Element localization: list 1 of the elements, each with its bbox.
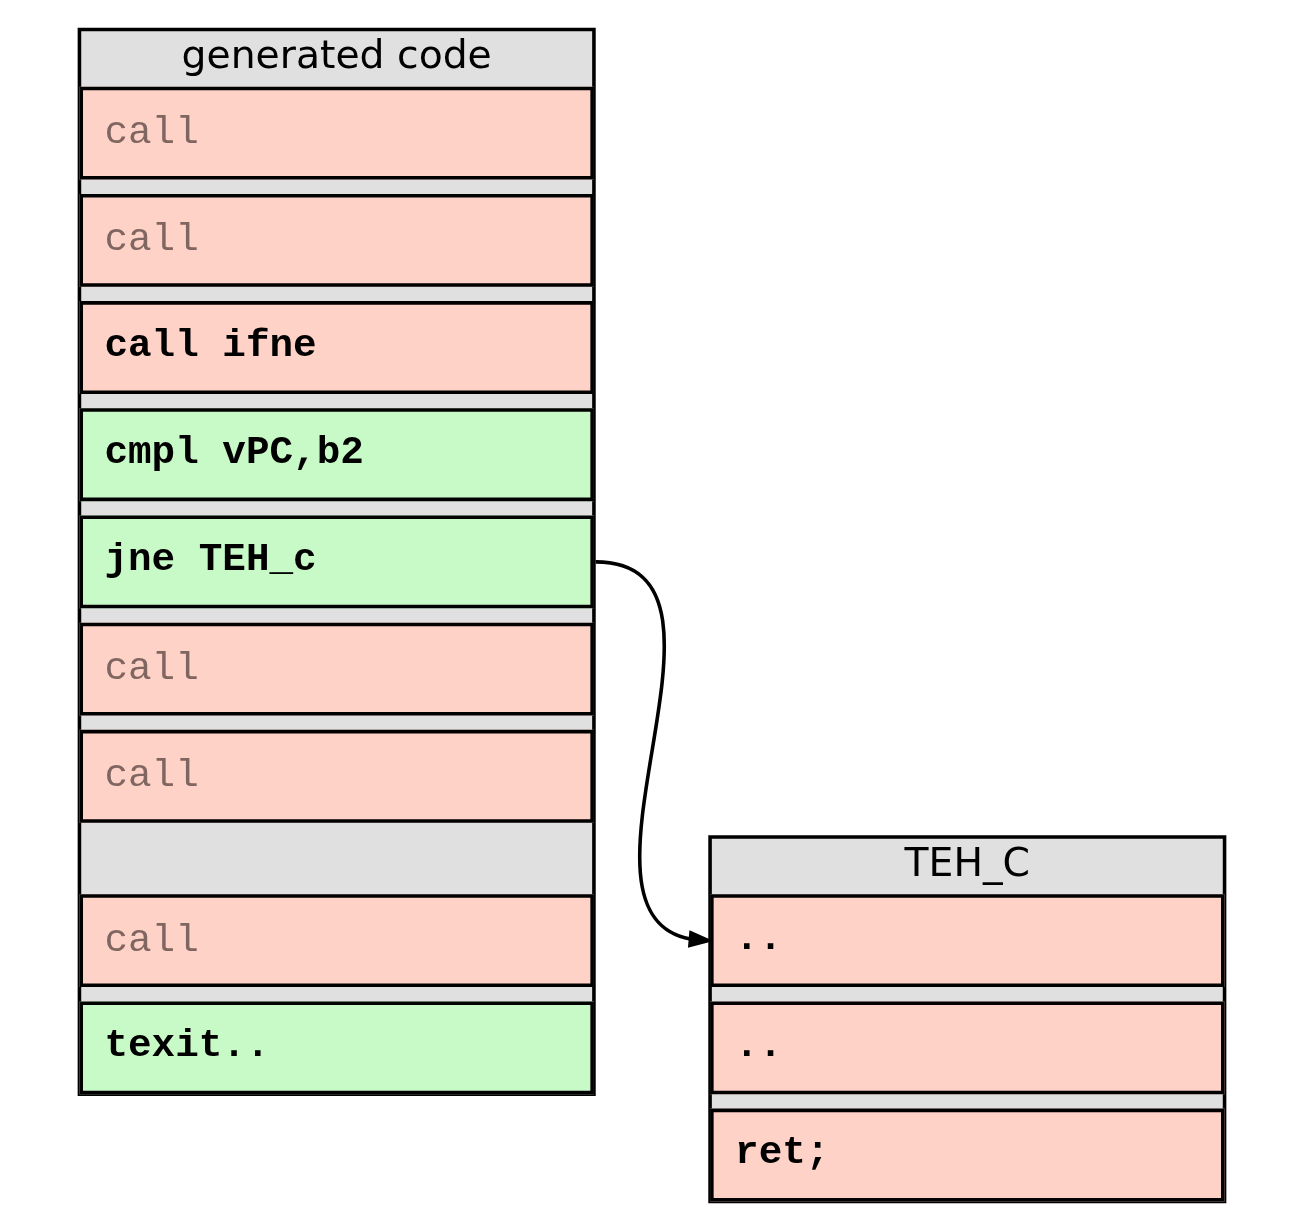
arrow <box>595 560 714 948</box>
